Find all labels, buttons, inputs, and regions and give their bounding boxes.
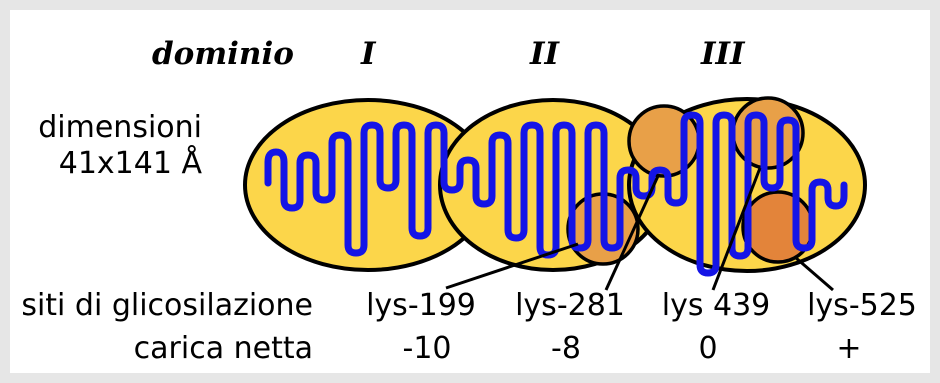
site-charge-1: -10 <box>403 331 452 366</box>
leader-line-281 <box>604 175 660 291</box>
site-circle-525 <box>741 190 815 264</box>
site-charge-2: -8 <box>551 331 581 366</box>
glycosylation-label: siti di glicosilazione <box>21 288 313 323</box>
site-name-1: lys-199 <box>366 288 476 323</box>
charge-label: carica netta <box>134 331 313 366</box>
leader-lines <box>445 167 834 292</box>
domain-header-label: dominio <box>152 36 294 72</box>
domain-label-3: III <box>700 36 746 72</box>
site-name-3: lys 439 <box>662 288 771 323</box>
domain-label-2: II <box>529 36 561 72</box>
site-charge-4: + <box>836 331 861 366</box>
leader-line-525 <box>795 256 834 292</box>
albumin-diagram: dominio I II III dimensioni 41x141 Å sit… <box>10 10 930 373</box>
site-name-4: lys-525 <box>807 288 917 323</box>
leader-line-439 <box>711 167 762 291</box>
protein-chain <box>264 111 848 277</box>
domain-label-1: I <box>360 36 377 72</box>
leader-line-199 <box>445 242 579 290</box>
site-name-2: lys-281 <box>515 288 625 323</box>
size-label: dimensioni <box>38 110 202 145</box>
size-value: 41x141 Å <box>59 145 203 181</box>
site-charge-3: 0 <box>698 331 717 366</box>
